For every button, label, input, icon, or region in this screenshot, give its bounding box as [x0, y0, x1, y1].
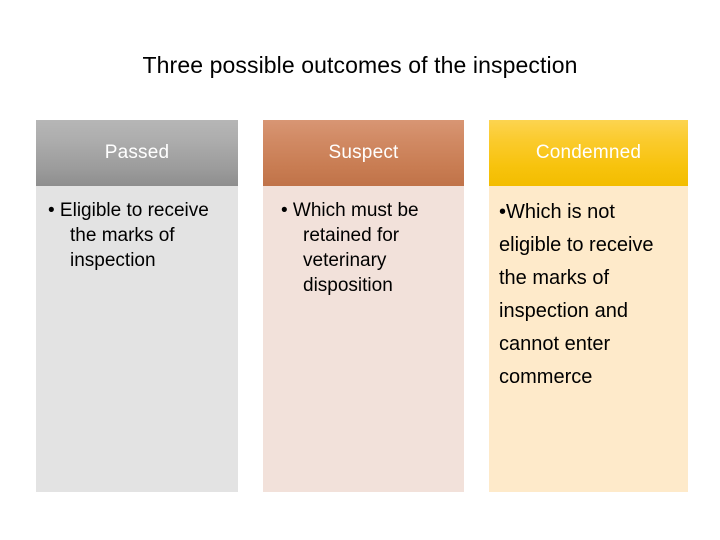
column-body-text-suspect: • Which must be retained for veterinary … — [281, 200, 419, 296]
outcome-column-condemned[interactable]: Condemned •Which is not eligible to rece… — [489, 120, 688, 492]
column-body-condemned: •Which is not eligible to receive the ma… — [489, 186, 688, 492]
column-body-passed: • Eligible to receive the marks of inspe… — [36, 186, 238, 492]
outcome-column-suspect[interactable]: Suspect • Which must be retained for vet… — [263, 120, 464, 492]
column-header-condemned: Condemned — [489, 120, 688, 186]
page-title: Three possible outcomes of the inspectio… — [142, 52, 578, 78]
column-header-label-condemned: Condemned — [535, 142, 642, 163]
column-body-text-condemned: •Which is not eligible to receive the ma… — [499, 201, 654, 388]
outcome-column-passed[interactable]: Passed • Eligible to receive the marks o… — [36, 120, 238, 492]
column-body-text-passed: • Eligible to receive the marks of inspe… — [48, 200, 209, 271]
column-header-label-passed: Passed — [104, 142, 170, 163]
column-header-label-suspect: Suspect — [328, 142, 399, 163]
outcomes-columns: Passed • Eligible to receive the marks o… — [0, 120, 720, 492]
column-header-suspect: Suspect — [263, 120, 464, 186]
column-body-suspect: • Which must be retained for veterinary … — [263, 186, 464, 492]
column-header-passed: Passed — [36, 120, 238, 186]
